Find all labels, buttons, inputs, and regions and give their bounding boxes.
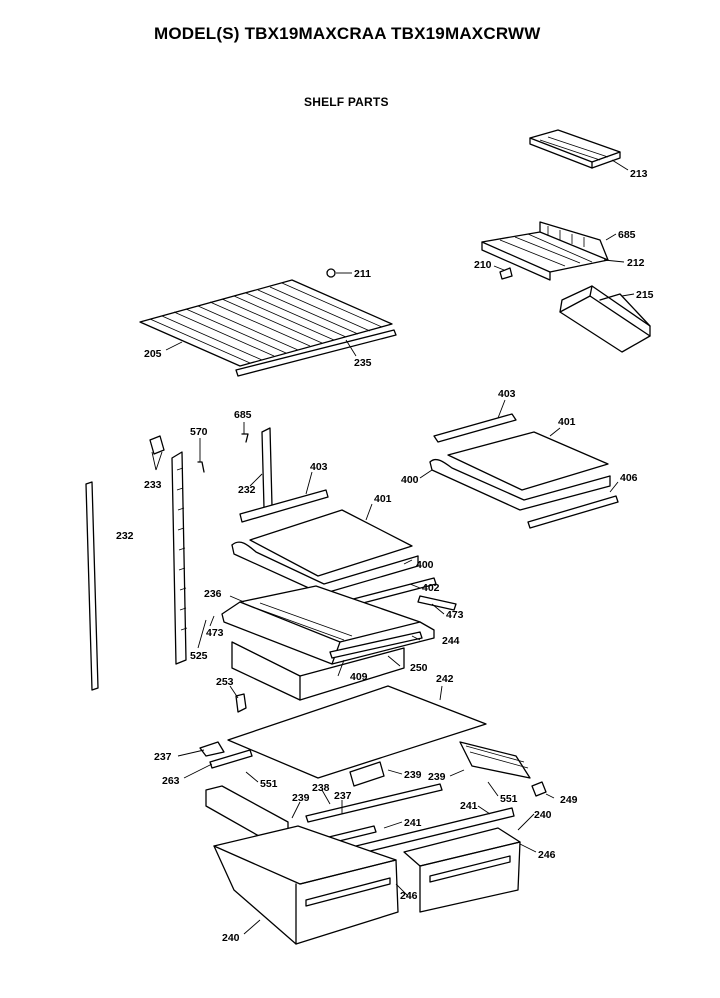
callout-525: 525 <box>190 650 208 662</box>
callout-409: 409 <box>350 671 368 683</box>
part-knob <box>326 268 336 278</box>
part-wire-shelf <box>139 279 393 367</box>
section-title: SHELF PARTS <box>304 95 389 109</box>
callout-205: 205 <box>144 348 162 360</box>
part-roller <box>349 761 385 787</box>
callout-250: 250 <box>410 662 428 674</box>
part-ladder-rail <box>171 451 188 665</box>
callout-551-left: 551 <box>260 778 278 790</box>
callout-473-left: 473 <box>206 627 224 639</box>
callout-240-left: 240 <box>222 932 240 944</box>
callout-263: 263 <box>162 775 180 787</box>
part-crisper-frame <box>221 585 457 665</box>
callout-570: 570 <box>190 426 208 438</box>
callout-237-center: 237 <box>334 790 352 802</box>
callout-403-right: 403 <box>498 388 516 400</box>
callout-685-mid: 685 <box>234 409 252 421</box>
callout-253: 253 <box>216 676 234 688</box>
callout-242: 242 <box>436 673 454 685</box>
callout-238: 238 <box>312 782 330 794</box>
callout-236: 236 <box>204 588 222 600</box>
part-slide <box>329 631 423 659</box>
part-cover-end <box>209 749 253 769</box>
callout-406: 406 <box>620 472 638 484</box>
callout-241-right: 241 <box>460 800 478 812</box>
part-right-rails <box>459 741 531 779</box>
callout-246-right: 246 <box>538 849 556 861</box>
part-drawer-small <box>231 641 405 701</box>
part-bin <box>559 285 651 353</box>
callout-239-right: 239 <box>428 771 446 783</box>
part-screw-570 <box>197 461 205 473</box>
part-tray <box>529 129 621 169</box>
callout-400-right: 400 <box>401 474 419 486</box>
callout-246-left: 246 <box>400 890 418 902</box>
callout-213: 213 <box>630 168 648 180</box>
callout-233: 233 <box>144 479 162 491</box>
part-clip <box>499 267 513 280</box>
part-crisper-drawer-left <box>213 825 399 945</box>
callout-400-center: 400 <box>416 559 434 571</box>
callout-401-center: 401 <box>374 493 392 505</box>
callout-403-center: 403 <box>310 461 328 473</box>
part-rail-237 <box>305 783 443 823</box>
part-crisper-drawer-right <box>403 827 521 913</box>
callout-244: 244 <box>442 635 460 647</box>
callout-551-right: 551 <box>500 793 518 805</box>
part-upright-short <box>261 427 273 509</box>
part-rail <box>235 329 397 377</box>
callout-232-long: 232 <box>116 530 134 542</box>
callout-473-right: 473 <box>446 609 464 621</box>
part-bracket <box>149 435 165 455</box>
callout-239-left: 239 <box>292 792 310 804</box>
part-hinge <box>235 693 247 713</box>
callout-239-center: 239 <box>404 769 422 781</box>
part-screw-685 <box>241 433 249 443</box>
callout-401-right: 401 <box>558 416 576 428</box>
callout-210: 210 <box>474 259 492 271</box>
callout-240-right: 240 <box>534 809 552 821</box>
callout-685-top: 685 <box>618 229 636 241</box>
callout-249: 249 <box>560 794 578 806</box>
callout-212: 212 <box>627 257 645 269</box>
callout-237-left: 237 <box>154 751 172 763</box>
part-crisper-cover <box>227 685 487 779</box>
callout-241-center: 241 <box>404 817 422 829</box>
callout-211: 211 <box>354 268 371 280</box>
part-upright-left <box>85 481 99 691</box>
callout-232-short: 232 <box>238 484 256 496</box>
diagram-title: MODEL(S) TBX19MAXCRAA TBX19MAXCRWW <box>154 24 541 43</box>
callout-402: 402 <box>422 582 440 594</box>
leader-lines <box>151 159 635 935</box>
callout-215: 215 <box>636 289 654 301</box>
part-clip-249 <box>531 781 547 797</box>
part-glass-shelf-right <box>429 413 619 529</box>
part-cover-support <box>199 741 225 757</box>
callout-235: 235 <box>354 357 372 369</box>
